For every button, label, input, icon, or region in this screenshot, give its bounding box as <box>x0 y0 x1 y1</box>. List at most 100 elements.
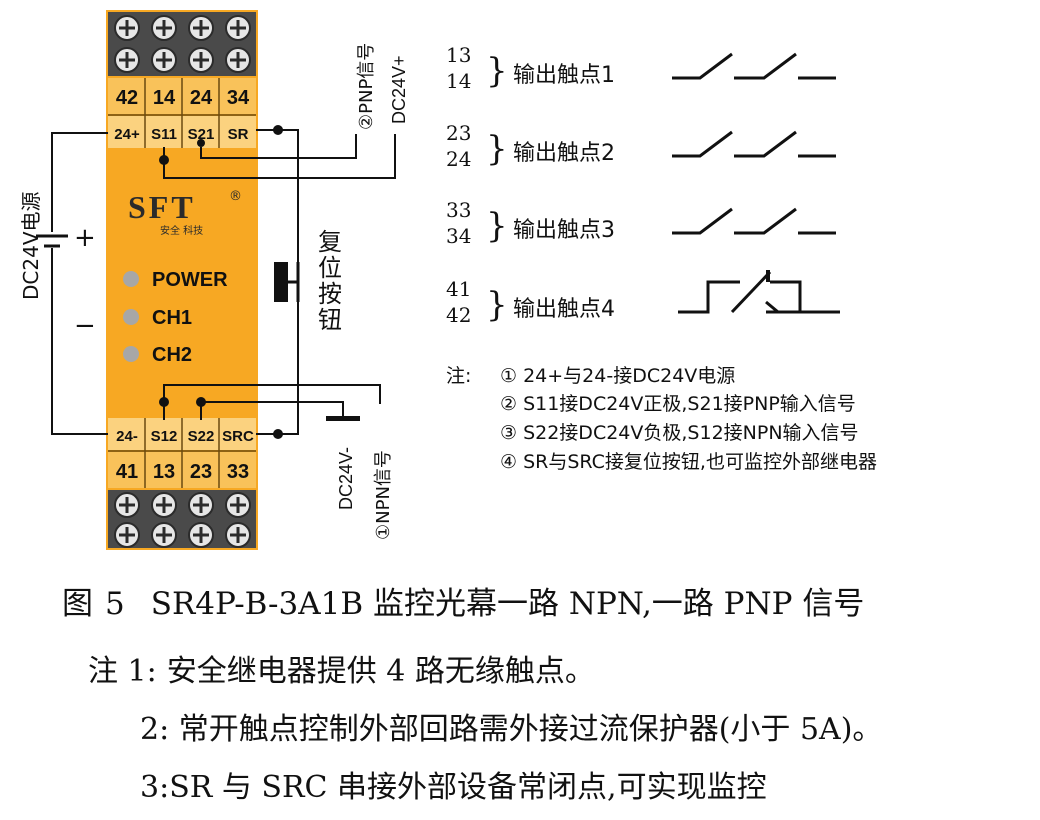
screws-bottom <box>114 492 251 548</box>
terminal-s11: S11 <box>151 126 177 143</box>
screws-top <box>114 15 251 73</box>
terminal-24plus: 24+ <box>114 126 140 143</box>
power-led <box>123 271 139 287</box>
npn-signal-label: ①NPN信号 <box>373 450 394 540</box>
terminal-sr: SR <box>228 126 249 143</box>
contact-label: 输出触点1 <box>513 63 615 88</box>
terminal-s21: S21 <box>188 126 215 143</box>
power-source-symbol <box>36 234 68 248</box>
reset-label-char-4: 钮 <box>318 306 342 334</box>
power-minus: − <box>74 311 96 341</box>
contact-number-b: 34 <box>446 224 471 248</box>
power-label: DC24V电源 <box>19 192 43 301</box>
note-3: 3:SR 与 SRC 串接外部设备常闭点,可实现监控 <box>140 770 767 805</box>
contact-label: 输出触点3 <box>513 218 615 243</box>
pnp-signal-label: ②PNP信号 <box>356 43 377 130</box>
bottom-number-23: 23 <box>190 461 212 483</box>
bottom-number-13: 13 <box>153 461 175 483</box>
bottom-number-33: 33 <box>227 461 249 483</box>
cell-dividers <box>108 78 256 488</box>
dc24-minus-bar <box>326 416 360 421</box>
bottom-screw <box>188 522 214 548</box>
legend-title: 注: <box>446 365 471 387</box>
contact-number-a: 33 <box>446 198 471 222</box>
sft-logo: SFT ® 安全 科技 <box>128 189 242 237</box>
contact-number-b: 24 <box>446 147 471 171</box>
power-plus: + <box>74 223 96 253</box>
contact-symbol <box>678 270 840 314</box>
contact-brace: } <box>486 129 508 169</box>
contact-number-b: 42 <box>446 303 471 327</box>
legend-item-4: ④ SR与SRC接复位按钮,也可监控外部继电器 <box>500 451 877 473</box>
bottom-screw <box>225 492 251 518</box>
wiring-diagram: 42 14 24 34 24+ S11 S21 SR 24- S12 S22 S… <box>19 10 877 550</box>
caption-fig: 图 <box>62 586 93 622</box>
ch1-led <box>123 309 139 325</box>
top-screw <box>225 47 251 73</box>
legend-item-3: ③ S22接DC24V负极,S12接NPN输入信号 <box>500 422 859 444</box>
reset-button-label: 复 位 按 钮 <box>318 228 342 334</box>
note-label: 注 1: <box>88 654 157 689</box>
top-screw <box>151 15 177 41</box>
bottom-screw <box>151 522 177 548</box>
reset-button-symbol <box>274 262 300 302</box>
led-label-ch2: CH2 <box>152 344 192 366</box>
ch2-led <box>123 346 139 362</box>
top-screw <box>151 47 177 73</box>
contact-symbol <box>672 52 836 80</box>
logo-registered-mark: ® <box>229 189 242 204</box>
contact-brace: } <box>486 51 508 91</box>
top-number-24: 24 <box>190 87 213 109</box>
bottom-number-41: 41 <box>116 461 138 483</box>
top-screw <box>225 15 251 41</box>
top-screw <box>188 47 214 73</box>
bottom-screw <box>114 492 140 518</box>
note-1: 注 1: 安全继电器提供 4 路无缘触点。 <box>88 646 595 690</box>
bottom-screw <box>188 492 214 518</box>
legend-item-1: ① 24+与24-接DC24V电源 <box>500 365 735 387</box>
contact-number-b: 14 <box>446 69 471 93</box>
top-screw <box>114 15 140 41</box>
led-label-power: POWER <box>152 269 228 291</box>
reset-label-char-2: 位 <box>318 254 342 282</box>
logo-text: SFT <box>128 189 196 225</box>
contact-symbol <box>672 130 836 158</box>
bottom-screw <box>225 522 251 548</box>
terminal-s12: S12 <box>151 428 178 445</box>
contact-number-a: 23 <box>446 121 471 145</box>
top-number-34: 34 <box>227 87 250 109</box>
wire-junctions <box>159 125 283 439</box>
note-2: 2: 常开触点控制外部回路需外接过流保护器(小于 5A)。 <box>140 712 883 747</box>
top-screw <box>188 15 214 41</box>
reset-label-char-3: 按 <box>318 280 342 308</box>
note-1-text: 安全继电器提供 4 路无缘触点。 <box>166 654 595 689</box>
legend: 注: ① 24+与24-接DC24V电源 ② S11接DC24V正极,S21接P… <box>446 365 877 473</box>
contact-symbol <box>672 207 836 235</box>
dc24-minus-label: DC24V- <box>336 447 356 510</box>
terminal-src: SRC <box>222 428 254 445</box>
dc24-plus-label: DC24V+ <box>389 55 409 124</box>
contact-label: 输出触点2 <box>513 141 615 166</box>
contact-label: 输出触点4 <box>513 297 615 322</box>
top-screw <box>114 47 140 73</box>
contact-brace: } <box>486 206 508 246</box>
bottom-screw <box>151 492 177 518</box>
caption-text: SR4P-B-3A1B 监控光幕一路 NPN,一路 PNP 信号 <box>150 586 865 622</box>
logo-subtitle: 安全 科技 <box>160 224 203 237</box>
contact-number-a: 13 <box>446 43 471 67</box>
terminal-24minus: 24- <box>116 428 138 445</box>
bottom-screw <box>114 522 140 548</box>
terminal-s22: S22 <box>188 428 215 445</box>
top-number-42: 42 <box>116 87 138 109</box>
legend-item-2: ② S11接DC24V正极,S21接PNP输入信号 <box>500 393 856 415</box>
contact-brace: } <box>486 285 508 325</box>
contact-number-a: 41 <box>446 277 471 301</box>
top-number-14: 14 <box>153 87 176 109</box>
reset-label-char-1: 复 <box>318 228 342 256</box>
